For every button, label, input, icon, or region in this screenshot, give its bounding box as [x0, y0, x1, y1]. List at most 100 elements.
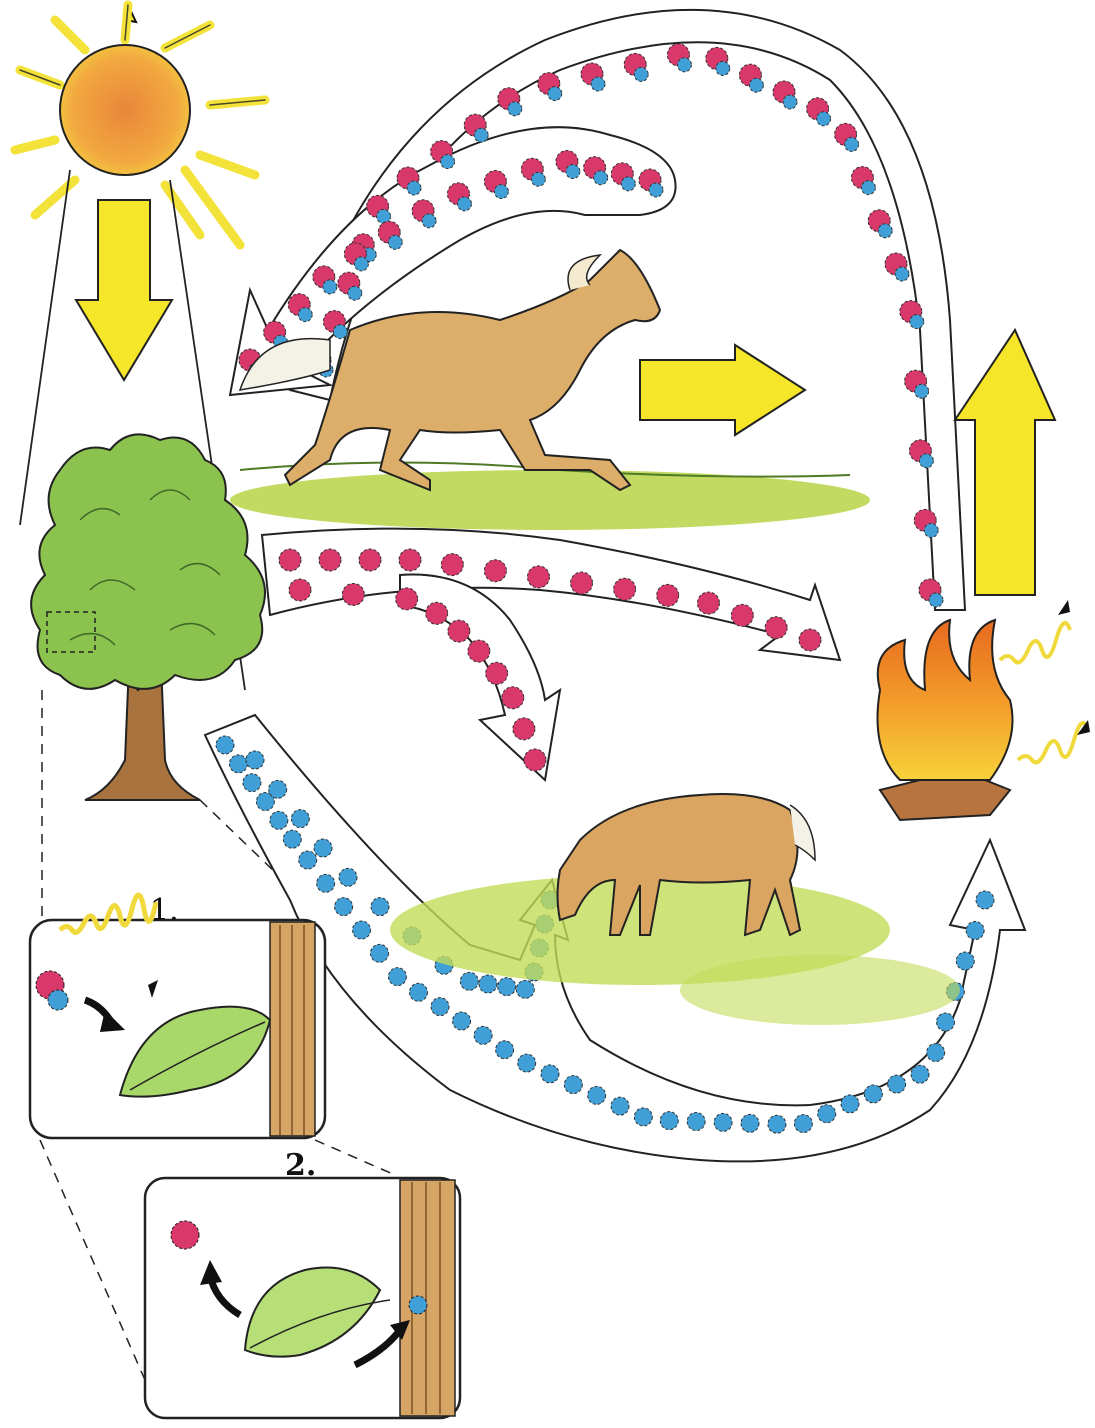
carbon-molecule — [228, 754, 248, 774]
co2-molecule — [456, 196, 472, 212]
co2-molecule — [332, 324, 348, 340]
oxygen-molecule — [570, 571, 594, 595]
carbon-molecule — [245, 750, 265, 770]
carbon-molecule — [352, 920, 372, 940]
co2-molecule — [909, 314, 925, 330]
co2-molecule — [493, 184, 509, 200]
co2-molecule — [565, 164, 581, 180]
carbon-molecule — [936, 1012, 956, 1032]
carbon-molecule — [369, 943, 389, 963]
carbon-molecule — [290, 809, 310, 829]
co2-molecule — [353, 256, 369, 272]
carbon-molecule — [610, 1096, 630, 1116]
oxygen-molecule — [523, 748, 547, 772]
co2-return-arrow-inner — [228, 126, 677, 397]
oxygen-molecule — [501, 686, 525, 710]
co2-molecule — [877, 223, 893, 239]
carbon-molecule — [740, 1113, 760, 1133]
co2-molecule — [620, 176, 636, 192]
panel-step-2 — [143, 1176, 462, 1420]
co2-molecule — [928, 592, 944, 608]
co2-molecule — [860, 180, 876, 196]
co2-molecule — [473, 127, 489, 143]
carbon-molecule — [495, 1040, 515, 1060]
bark-icon — [279, 925, 305, 1135]
carbon-molecule — [242, 773, 262, 793]
horse-grazing-icon — [390, 793, 960, 1025]
co2-molecule — [406, 180, 422, 196]
carbon-molecule — [817, 1104, 837, 1124]
carbon-molecule — [334, 897, 354, 917]
carbon-molecule — [515, 979, 535, 999]
oxygen-molecule — [656, 583, 680, 607]
carbon-molecule — [268, 779, 288, 799]
carbon-molecule — [269, 810, 289, 830]
co2-molecule — [322, 279, 338, 295]
oxygen-molecules — [278, 548, 822, 772]
oxygen-molecule — [425, 601, 449, 625]
co2-molecule — [894, 266, 910, 282]
oxygen-molecule — [398, 548, 422, 572]
carbon-molecule — [282, 829, 302, 849]
co2-molecule — [387, 234, 403, 250]
carbon-molecule — [587, 1085, 607, 1105]
oxygen-molecule — [485, 661, 509, 685]
carbon-molecule — [255, 792, 275, 812]
co2-molecule — [421, 213, 437, 229]
co2-molecule — [844, 136, 860, 152]
energy-arrow-right — [639, 343, 807, 437]
carbon-molecule — [316, 873, 336, 893]
carbon-molecule — [540, 1064, 560, 1084]
oxygen-molecule — [341, 582, 365, 606]
carbon-molecule — [338, 867, 358, 887]
oxygen-molecule — [613, 577, 637, 601]
carbon-molecule — [659, 1111, 679, 1131]
carbon-molecule — [633, 1107, 653, 1127]
co2-molecule — [507, 101, 523, 117]
panel-label-step-1: 1. — [150, 893, 179, 928]
carbon-molecule — [863, 1084, 883, 1104]
co2-molecule — [633, 66, 649, 82]
co2-molecule — [782, 94, 798, 110]
co2-molecule — [648, 182, 664, 198]
co2-molecule — [918, 453, 934, 469]
co2-molecule — [715, 60, 731, 76]
oxygen-molecule — [764, 616, 788, 640]
oxygen-molecule — [440, 553, 464, 577]
co2-molecule — [676, 57, 692, 73]
co2-molecule — [590, 76, 606, 92]
oxygen-molecule — [288, 578, 312, 602]
carbon-molecule — [497, 977, 517, 997]
carbon-molecule — [459, 971, 479, 991]
oxygen-molecule — [318, 548, 342, 572]
co2-molecule — [530, 171, 546, 187]
carbon-molecule — [452, 1011, 472, 1031]
carbon-molecule — [478, 974, 498, 994]
carbon-molecule — [517, 1053, 537, 1073]
carbon-molecule — [563, 1075, 583, 1095]
carbon-molecule — [910, 1064, 930, 1084]
carbon-molecule — [767, 1114, 787, 1134]
carbon-molecule — [408, 982, 428, 1002]
sun-icon — [10, 0, 270, 250]
co2-return-arrow-outer — [288, 8, 967, 611]
campfire-icon — [876, 618, 1014, 822]
oxygen-molecule — [467, 639, 491, 663]
oxygen-molecule — [526, 565, 550, 589]
carbon-molecule — [713, 1112, 733, 1132]
heat-wave-icon — [998, 620, 1090, 765]
carbon-molecule — [965, 921, 985, 941]
co2-molecule — [440, 154, 456, 170]
carbon-molecule — [887, 1074, 907, 1094]
carbon-molecule — [387, 967, 407, 987]
oxygen-molecule — [278, 548, 302, 572]
carbon-molecule — [840, 1094, 860, 1114]
co2-molecule — [347, 285, 363, 301]
co2-molecule — [923, 522, 939, 538]
carbon-molecule — [215, 735, 235, 755]
carbon-molecule — [298, 850, 318, 870]
oxygen-molecule — [512, 717, 536, 741]
carbon-molecule — [473, 1025, 493, 1045]
oxygen-molecule — [358, 548, 382, 572]
